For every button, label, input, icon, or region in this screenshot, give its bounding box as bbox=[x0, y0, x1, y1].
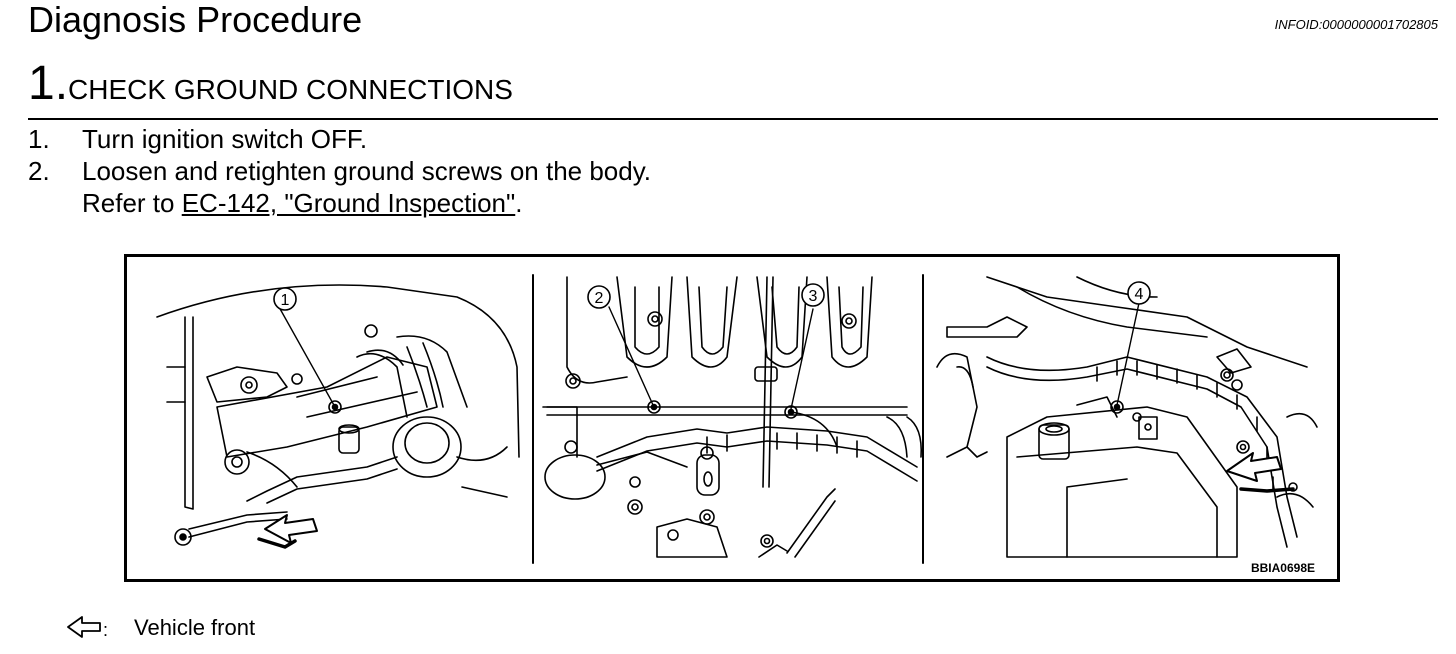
ground-inspection-link[interactable]: EC-142, "Ground Inspection" bbox=[181, 188, 516, 218]
vehicle-front-arrow-icon: : bbox=[67, 616, 108, 640]
page-title: Diagnosis Procedure bbox=[28, 0, 363, 40]
instruction-text: Turn ignition switch OFF. bbox=[82, 124, 368, 154]
refer-prefix: Refer to bbox=[82, 188, 182, 218]
refer-line: Refer to EC-142, "Ground Inspection". bbox=[82, 188, 522, 218]
callout-2: 2 bbox=[587, 285, 611, 309]
figure-frame: 1 2 3 4 BBIA0698E bbox=[124, 254, 1340, 582]
instruction-item: 1. Turn ignition switch OFF. bbox=[28, 124, 367, 154]
callout-label: 4 bbox=[1135, 286, 1144, 303]
callout-4: 4 bbox=[1127, 281, 1151, 305]
step-title: CHECK GROUND CONNECTIONS bbox=[68, 74, 513, 105]
panel-2-drawing bbox=[542, 276, 923, 558]
instruction-text: Loosen and retighten ground screws on th… bbox=[82, 156, 652, 186]
legend-symbol: : bbox=[103, 620, 108, 640]
callout-label: 3 bbox=[809, 288, 818, 305]
panel-1-drawing bbox=[156, 284, 520, 549]
callout-label: 1 bbox=[281, 292, 290, 309]
step-number: 1. bbox=[28, 57, 69, 110]
callout-1: 1 bbox=[273, 287, 297, 311]
panel-3-drawing bbox=[936, 276, 1318, 558]
info-id: INFOID:0000000001702805 bbox=[1274, 17, 1438, 32]
instruction-number: 1. bbox=[28, 124, 50, 154]
heading-divider bbox=[28, 118, 1438, 120]
step-heading: 1.CHECK GROUND CONNECTIONS bbox=[28, 60, 513, 114]
engine-ground-illustration: 1 2 3 4 bbox=[156, 274, 1318, 564]
callout-3: 3 bbox=[801, 283, 825, 307]
refer-suffix: . bbox=[515, 188, 523, 218]
figure-code: BBIA0698E bbox=[1250, 561, 1315, 575]
instruction-number: 2. bbox=[28, 156, 50, 186]
callout-label: 2 bbox=[595, 290, 604, 307]
legend-label: Vehicle front bbox=[134, 615, 256, 640]
instruction-item: 2. Loosen and retighten ground screws on … bbox=[28, 156, 651, 186]
